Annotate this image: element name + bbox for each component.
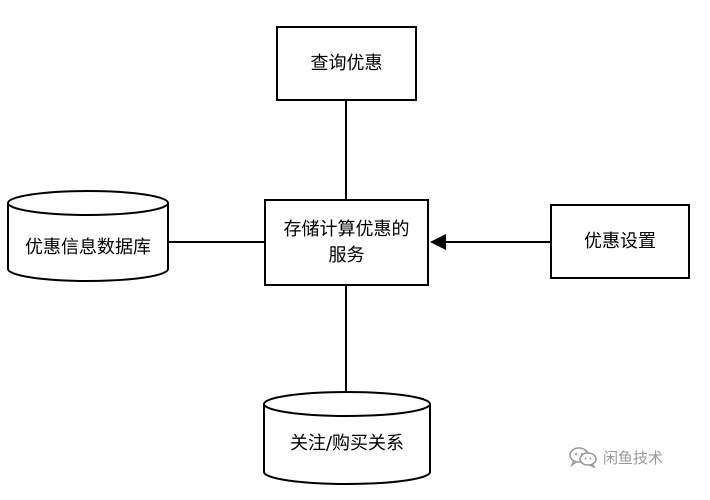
arrowhead-into-service bbox=[430, 234, 446, 250]
coupon-db-cylinder bbox=[7, 190, 169, 282]
wechat-icon bbox=[568, 446, 598, 469]
follow-purchase-db-label: 关注/购买关系 bbox=[289, 433, 405, 454]
follow-db-cylinder bbox=[263, 391, 431, 485]
query-coupon-node: 查询优惠 bbox=[276, 26, 417, 101]
query-coupon-label: 查询优惠 bbox=[310, 52, 383, 74]
watermark: 闲鱼技术 bbox=[568, 446, 664, 469]
coupon-settings-label: 优惠设置 bbox=[584, 230, 656, 252]
coupon-service-label: 存储计算优惠的 服务 bbox=[283, 218, 410, 266]
coupon-service-node: 存储计算优惠的 服务 bbox=[264, 199, 429, 286]
coupon-settings-node: 优惠设置 bbox=[550, 204, 690, 279]
watermark-text: 闲鱼技术 bbox=[603, 448, 664, 467]
coupon-db-label: 优惠信息数据库 bbox=[25, 237, 151, 258]
